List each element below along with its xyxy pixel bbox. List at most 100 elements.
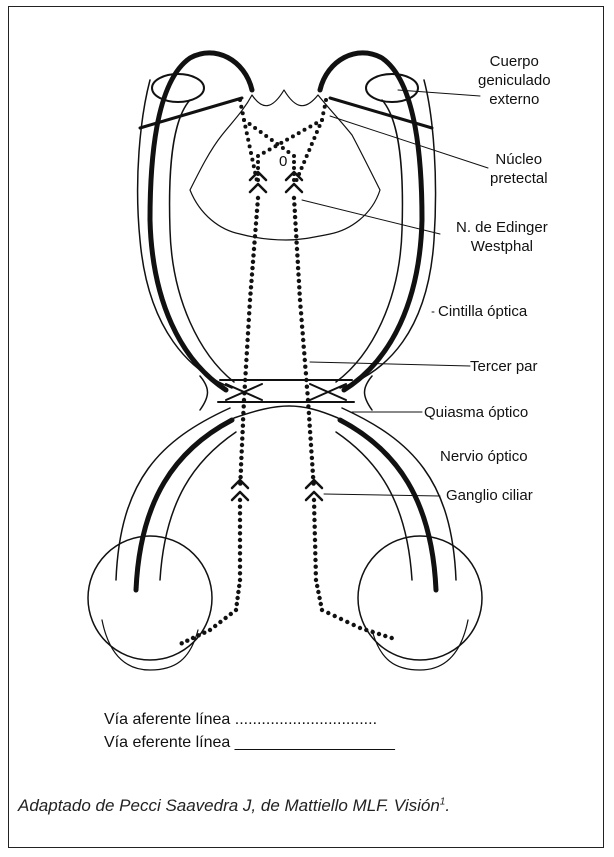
pathway-dot xyxy=(248,122,252,126)
pathway-dot xyxy=(292,160,296,164)
pathway-dot xyxy=(308,424,312,428)
label-line: geniculado xyxy=(478,71,551,90)
pathway-dot xyxy=(333,614,337,618)
figure-caption: Adaptado de Pecci Saavedra J, de Mattiel… xyxy=(18,796,450,816)
label-nucleo-pretectal: Núcleo pretectal xyxy=(490,150,548,188)
pathway-dot xyxy=(251,253,255,257)
eye-left xyxy=(88,536,212,660)
pathway-dot xyxy=(241,111,245,115)
label-cuerpo-geniculado: Cuerpo geniculado externo xyxy=(478,52,551,109)
pathway-dot xyxy=(238,558,242,562)
pathway-dot xyxy=(240,443,244,447)
pathway-dot xyxy=(390,636,394,640)
pathway-dot xyxy=(303,128,307,132)
pathway-dot xyxy=(296,260,300,264)
pathway-dot xyxy=(238,518,242,522)
pathway-dot xyxy=(296,272,300,276)
pathway-dot xyxy=(302,160,306,164)
pathway-dot xyxy=(383,634,387,638)
leader-edinger xyxy=(302,200,440,234)
pathway-dot xyxy=(248,144,252,148)
legend-efferent: Vía eferente línea __________________ xyxy=(104,734,395,752)
pathway-dot xyxy=(242,391,246,395)
pathway-dot xyxy=(285,138,289,142)
pathway-dot xyxy=(238,481,242,485)
pathway-dot xyxy=(237,584,241,588)
pathway-dot xyxy=(239,469,243,473)
pathway-dot xyxy=(239,456,243,460)
pathway-dot xyxy=(248,298,252,302)
pathway-dot xyxy=(358,626,362,630)
label-line: Cuerpo xyxy=(478,52,551,71)
pathway-dot xyxy=(312,511,316,515)
pathway-dot xyxy=(313,551,317,555)
mesencephalon-marker: 0 xyxy=(279,153,287,170)
pathway-dot xyxy=(252,164,256,168)
pathway-dot xyxy=(303,365,307,369)
label-line: pretectal xyxy=(490,169,548,188)
pathway-dot xyxy=(241,417,245,421)
label-ganglio-ciliar: Ganglio ciliar xyxy=(446,486,533,505)
pathway-dot xyxy=(238,498,242,502)
pathway-dot xyxy=(352,623,356,627)
pathway-dot xyxy=(308,430,312,434)
optic-nerve-inner-right xyxy=(336,432,412,580)
pathway-dot xyxy=(304,371,308,375)
pathway-dot xyxy=(306,398,310,402)
label-cintilla-optica: Cintilla óptica xyxy=(438,302,527,321)
pathway-dot xyxy=(253,228,257,232)
pathway-dot xyxy=(238,551,242,555)
pathway-dot xyxy=(238,578,242,582)
pathway-dot xyxy=(253,126,257,130)
pathway-dot xyxy=(243,371,247,375)
pathway-dot xyxy=(238,505,242,509)
pathway-dot xyxy=(281,146,285,150)
pathway-dot xyxy=(314,578,318,582)
pathway-dot xyxy=(238,525,242,529)
pathway-dot xyxy=(250,272,254,276)
pathway-dot xyxy=(247,318,251,322)
pathway-dot xyxy=(235,602,239,606)
pathway-dot xyxy=(250,158,254,162)
pathway-dot xyxy=(248,291,252,295)
pathway-dot xyxy=(238,538,242,542)
pathway-dot xyxy=(307,148,311,152)
pathway-dot xyxy=(238,98,242,102)
pathway-dot xyxy=(243,385,247,389)
pathway-dot xyxy=(238,565,242,569)
pathway-dot xyxy=(298,305,302,309)
pathway-dot xyxy=(239,105,243,109)
pathway-dot xyxy=(292,154,296,158)
pathway-dot xyxy=(299,318,303,322)
pathway-dot xyxy=(264,134,268,138)
pathway-dot xyxy=(218,620,222,624)
pathway-dot xyxy=(240,430,244,434)
pathway-dot xyxy=(308,436,312,440)
pathway-dot xyxy=(313,531,317,535)
optic-path-thick-right xyxy=(320,53,422,390)
pathway-dot xyxy=(311,469,315,473)
pathway-dot xyxy=(305,385,309,389)
pathway-dot xyxy=(242,118,246,122)
label-edinger-westphal: N. de Edinger Westphal xyxy=(456,218,548,256)
pathway-dot xyxy=(326,611,330,615)
label-line: Westphal xyxy=(456,237,548,256)
pathway-dot xyxy=(313,525,317,529)
pathway-dot xyxy=(252,247,256,251)
pathway-dot xyxy=(305,154,309,158)
legend-afferent: Vía aferente línea .....................… xyxy=(104,711,377,729)
pathway-dot xyxy=(292,172,296,176)
caption-text: Adaptado de Pecci Saavedra J, de Mattiel… xyxy=(18,796,440,815)
pathway-dot xyxy=(247,311,251,315)
pathway-dot xyxy=(292,202,296,206)
pathway-dot xyxy=(295,247,299,251)
pathway-dot xyxy=(297,279,301,283)
pathway-dot xyxy=(311,481,315,485)
pathway-dot xyxy=(202,631,206,635)
pathway-dot xyxy=(313,558,317,562)
pathway-dot xyxy=(245,351,249,355)
pathway-dot xyxy=(297,172,301,176)
pathway-dot xyxy=(294,228,298,232)
pathway-dot xyxy=(252,240,256,244)
pathway-dot xyxy=(320,118,324,122)
